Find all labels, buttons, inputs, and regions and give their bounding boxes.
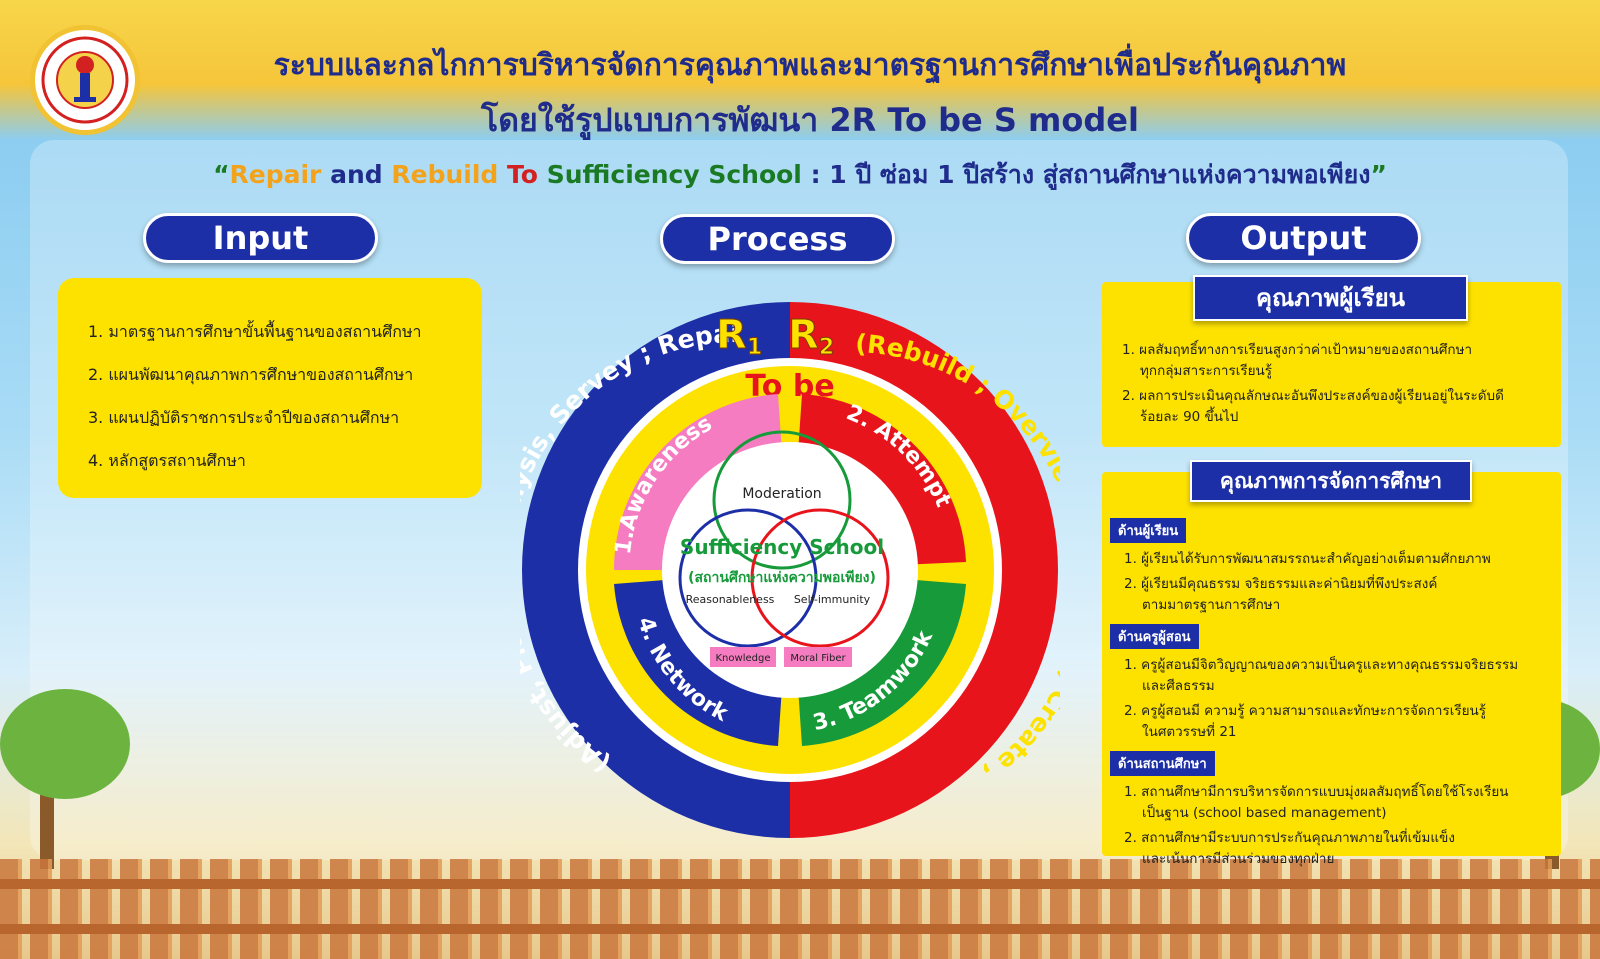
- output-heading: Output: [1186, 213, 1421, 263]
- moral-fiber-tag: [784, 647, 852, 667]
- motto-rebuild: Rebuild: [391, 160, 499, 189]
- moral-fiber-label: Moral Fiber: [790, 653, 846, 664]
- knowledge-tag: [710, 647, 776, 667]
- group-list: 1. ครูผู้สอนมีจิตวิญญาณของความเป็นครูและ…: [1110, 655, 1551, 743]
- motto: “Repair and Rebuild To Sufficiency Schoo…: [110, 155, 1490, 195]
- student-quality-heading: คุณภาพผู้เรียน: [1193, 275, 1468, 321]
- input-item: 3. แผนปฏิบัติราชการประจำปีของสถานศึกษา: [88, 408, 400, 427]
- output-item: และศีลธรรม: [1142, 678, 1215, 694]
- group-school: ด้านสถานศึกษา 1. สถานศึกษามีการบริหารจัด…: [1110, 747, 1551, 870]
- output-item: ทุกกลุ่มสาระการเรียนรู้: [1140, 363, 1273, 379]
- management-quality-heading: คุณภาพการจัดการศึกษา: [1190, 460, 1472, 502]
- group-tag: ด้านสถานศึกษา: [1110, 751, 1215, 776]
- output-item: 1. สถานศึกษามีการบริหารจัดการแบบมุ่งผลสั…: [1124, 784, 1509, 800]
- input-item: 2. แผนพัฒนาคุณภาพการศึกษาของสถานศึกษา: [88, 365, 414, 384]
- center-title: Sufficiency School: [680, 535, 884, 559]
- input-box: 1. มาตรฐานการศึกษาขั้นพื้นฐานของสถานศึกษ…: [58, 278, 482, 498]
- r2-label: R2: [788, 312, 834, 360]
- header-band: [0, 0, 1600, 140]
- output-item: 1. ผลสัมฤทธิ์ทางการเรียนสูงกว่าค่าเป้าหม…: [1122, 342, 1473, 358]
- r1-label: R1: [716, 312, 762, 360]
- school-emblem-icon: [41, 36, 129, 124]
- output-item: 1. ผู้เรียนได้รับการพัฒนาสมรรถนะสำคัญอย่…: [1124, 551, 1491, 567]
- fence: [0, 859, 1600, 959]
- group-tag: ด้านผู้เรียน: [1110, 518, 1187, 543]
- center-subtitle: (สถานศึกษาแห่งความพอเพียง): [688, 569, 876, 586]
- moderation-label: Moderation: [742, 486, 821, 502]
- output-item: ร้อยละ 90 ขึ้นไป: [1140, 409, 1239, 425]
- output-item: เป็นฐาน (school based management): [1142, 805, 1387, 821]
- reasonableness-label: Reasonableness: [686, 593, 775, 606]
- output-item: ในศตวรรษที่ 21: [1142, 724, 1237, 740]
- group-list: 1. ผู้เรียนได้รับการพัฒนาสมรรถนะสำคัญอย่…: [1110, 549, 1551, 616]
- self-immunity-circle: [750, 508, 890, 648]
- group-teachers: ด้านครูผู้สอน 1. ครูผู้สอนมีจิตวิญญาณของ…: [1110, 620, 1551, 743]
- management-quality-box: ด้านผู้เรียน 1. ผู้เรียนได้รับการพัฒนาสม…: [1102, 472, 1561, 867]
- school-logo: [30, 25, 140, 135]
- student-quality-list: 1. ผลสัมฤทธิ์ทางการเรียนสูงกว่าค่าเป้าหม…: [1122, 340, 1551, 428]
- page-title-line2: โดยใช้รูปแบบการพัฒนา 2R To be S model: [481, 101, 1139, 139]
- output-item: 2. ผู้เรียนมีคุณธรรม จริยธรรมและค่านิยมท…: [1124, 576, 1438, 592]
- knowledge-label: Knowledge: [716, 653, 771, 664]
- motto-open-quote: “: [213, 160, 230, 189]
- process-heading: Process: [660, 214, 895, 264]
- fence-rail-top: [0, 879, 1600, 889]
- motto-close-quote: ”: [1370, 160, 1387, 189]
- output-item: ตามมาตรฐานการศึกษา: [1142, 597, 1281, 613]
- page-title-line1: ระบบและกลไกการบริหารจัดการคุณภาพและมาตรฐ…: [273, 48, 1347, 83]
- motto-rest: : 1 ปี ซ่อม 1 ปีสร้าง สู่สถานศึกษาแห่งคว…: [801, 160, 1371, 189]
- output-item: 1. ครูผู้สอนมีจิตวิญญาณของความเป็นครูและ…: [1124, 657, 1519, 673]
- output-item: 2. ผลการประเมินคุณลักษณะอันพึงประสงค์ของ…: [1122, 388, 1504, 404]
- moderation-circle: [712, 430, 852, 570]
- motto-sufficiency: Sufficiency School: [546, 160, 802, 189]
- process-diagram: (Adjust, Planing, Analysis, Servey ; Rep…: [520, 300, 1060, 838]
- motto-to: To: [507, 160, 538, 189]
- input-item: 4. หลักสูตรสถานศึกษา: [88, 451, 246, 470]
- motto-and: and: [330, 160, 383, 189]
- tree-left: [0, 689, 130, 799]
- center-disc: [662, 442, 918, 698]
- motto-repair: Repair: [229, 160, 322, 189]
- tree-trunk-left: [40, 779, 54, 869]
- output-item: และเน้นการมีส่วนร่วมของทุกฝ่าย: [1142, 851, 1335, 867]
- group-list: 1. สถานศึกษามีการบริหารจัดการแบบมุ่งผลสั…: [1110, 782, 1551, 870]
- student-quality-box: 1. ผลสัมฤทธิ์ทางการเรียนสูงกว่าค่าเป้าหม…: [1102, 282, 1561, 447]
- output-item: 2. สถานศึกษามีระบบการประกันคุณภาพภายในที…: [1124, 830, 1455, 846]
- input-item: 1. มาตรฐานการศึกษาขั้นพื้นฐานของสถานศึกษ…: [88, 322, 422, 341]
- input-list: 1. มาตรฐานการศึกษาขั้นพื้นฐานของสถานศึกษ…: [88, 320, 482, 474]
- output-item: 2. ครูผู้สอนมี ความรู้ ความสามารถและทักษ…: [1124, 703, 1486, 719]
- reasonableness-circle: [678, 508, 818, 648]
- self-immunity-label: Self-immunity: [794, 593, 871, 606]
- input-heading: Input: [143, 213, 378, 263]
- group-tag: ด้านครูผู้สอน: [1110, 624, 1199, 649]
- fence-rail-bottom: [0, 924, 1600, 934]
- group-students: ด้านผู้เรียน 1. ผู้เรียนได้รับการพัฒนาสม…: [1110, 514, 1551, 616]
